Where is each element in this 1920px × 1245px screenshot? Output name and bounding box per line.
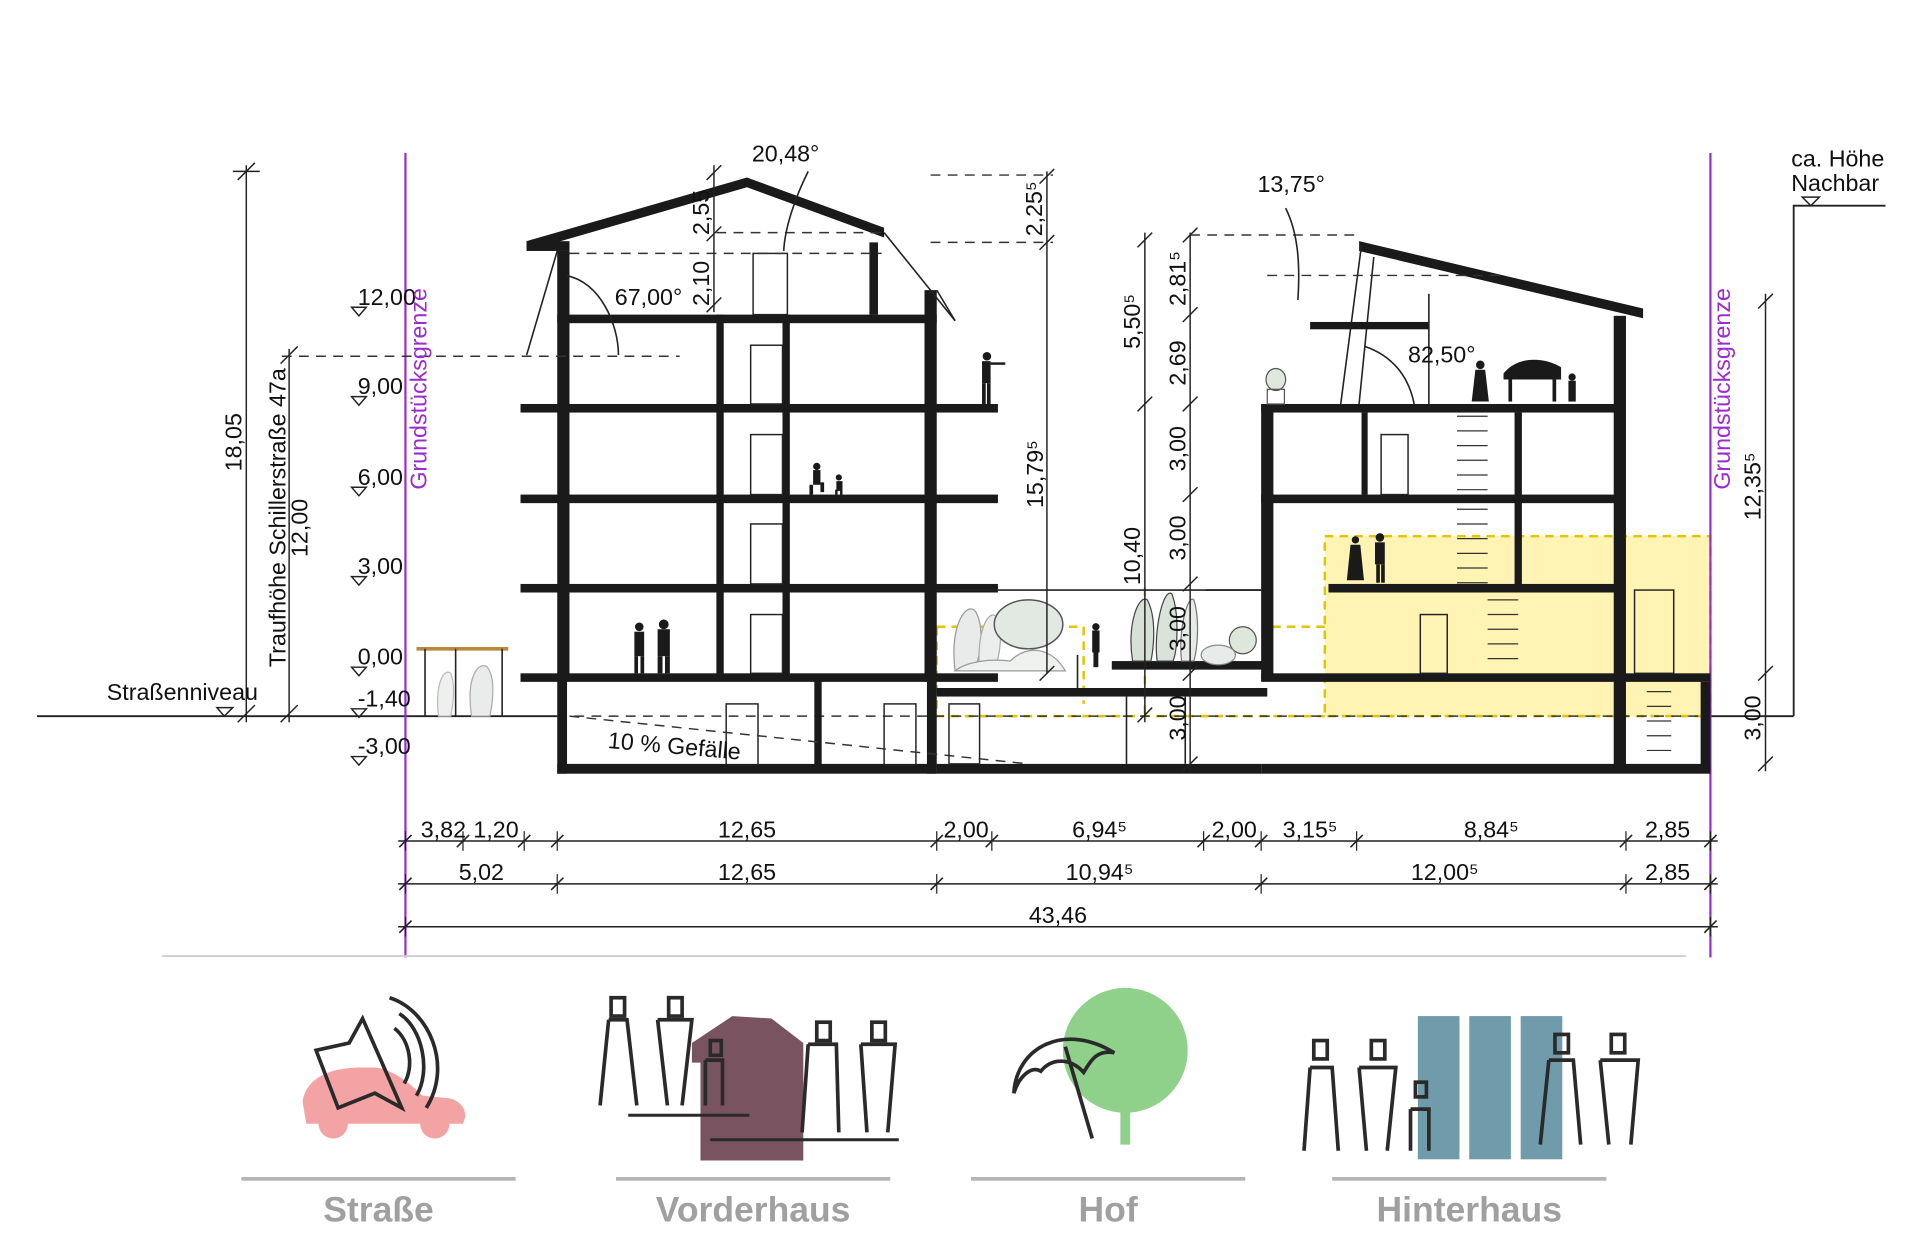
angle-labels: 20,48° 67,00° 13,75° 82,50° <box>565 141 1476 405</box>
angle-attic-front: 67,00° <box>615 284 682 310</box>
svg-text:3,00: 3,00 <box>1164 515 1190 560</box>
vorderhaus-section <box>520 177 1029 774</box>
level-marker: 0,00 <box>349 644 403 677</box>
svg-text:15,79⁵: 15,79⁵ <box>1022 440 1048 508</box>
speaker-car-icon <box>302 995 466 1139</box>
level-marker: -3,00 <box>349 733 411 767</box>
svg-text:9,00: 9,00 <box>358 373 403 399</box>
svg-text:6,00: 6,00 <box>358 464 403 490</box>
svg-text:3,00: 3,00 <box>1740 695 1766 740</box>
left-vertical-dims: 18,05 Traufhöhe Schillerstraße 47a 12,00… <box>107 162 680 723</box>
svg-text:-3,00: -3,00 <box>358 733 411 759</box>
legend-label-vorderhaus: Vorderhaus <box>656 1190 851 1230</box>
svg-text:5,02: 5,02 <box>459 859 504 885</box>
level-marker: 9,00 <box>349 373 403 407</box>
dim-total-left: 18,05 <box>220 413 246 471</box>
stairs <box>1457 415 1672 752</box>
legend-label-strasse: Straße <box>323 1190 434 1230</box>
strassenniveau-label: Straßenniveau <box>107 679 258 705</box>
angle-attic-back: 82,50° <box>1408 341 1475 367</box>
svg-text:2,10: 2,10 <box>688 261 714 306</box>
nachbar-label-1: ca. Höhe <box>1791 145 1884 171</box>
horizontal-dims: 3,82 1,20 12,65 2,00 6,94⁵ 2,00 3,15⁵ 8,… <box>398 816 1718 937</box>
svg-text:1,20: 1,20 <box>473 816 518 842</box>
svg-text:3,00: 3,00 <box>358 553 403 579</box>
svg-text:2,85: 2,85 <box>1645 816 1690 842</box>
svg-text:3,00: 3,00 <box>1164 606 1190 651</box>
svg-text:3,00: 3,00 <box>1164 695 1190 740</box>
umbrella-tree-icon <box>1012 987 1188 1145</box>
svg-text:-1,40: -1,40 <box>358 685 411 711</box>
rooftop-figures <box>1346 359 1576 583</box>
svg-text:2,69: 2,69 <box>1164 340 1190 385</box>
level-marker: 3,00 <box>349 553 403 587</box>
hof-vertical-dims: 5,50⁵ 10,40 <box>1119 232 1153 723</box>
angle-roof-back: 13,75° <box>1257 171 1324 197</box>
level-marker: 12,00 <box>349 284 416 317</box>
legend-label-hof: Hof <box>1079 1190 1138 1230</box>
svg-text:12,65: 12,65 <box>718 859 776 885</box>
svg-text:12,00: 12,00 <box>358 284 416 310</box>
svg-text:8,84⁵: 8,84⁵ <box>1464 816 1519 842</box>
svg-text:6,94⁵: 6,94⁵ <box>1072 816 1127 842</box>
svg-text:2,55: 2,55 <box>688 190 714 235</box>
svg-text:12,65: 12,65 <box>718 816 776 842</box>
svg-text:2,00: 2,00 <box>1212 816 1257 842</box>
door <box>883 703 917 766</box>
svg-text:3,15⁵: 3,15⁵ <box>1283 816 1338 842</box>
level-marker: -1,40 <box>349 685 411 719</box>
svg-text:5,50⁵: 5,50⁵ <box>1119 294 1145 349</box>
svg-text:0,00: 0,00 <box>358 644 403 670</box>
people-figures <box>634 351 1006 674</box>
svg-text:43,46: 43,46 <box>1029 902 1087 928</box>
legend-label-hinterhaus: Hinterhaus <box>1377 1190 1562 1230</box>
svg-text:10,40: 10,40 <box>1119 527 1145 585</box>
grenze-left-label: Grundstücksgrenze <box>405 288 431 490</box>
people-panels-icon <box>1302 1016 1641 1160</box>
svg-text:2,00: 2,00 <box>943 816 988 842</box>
level-markers: 12,00 9,00 6,00 3,00 0,00 -1,40 -3,00 <box>349 284 416 767</box>
svg-text:10,94⁵: 10,94⁵ <box>1066 859 1134 885</box>
svg-text:3,00: 3,00 <box>1164 426 1190 471</box>
right-vertical-dims: 12,35⁵ 3,00 <box>1740 293 1774 772</box>
gefaelle-label: 10 % Gefälle <box>607 727 742 765</box>
people-house-icon <box>598 995 899 1161</box>
traufhoehe-value: 12,00 <box>287 499 313 557</box>
svg-text:12,00⁵: 12,00⁵ <box>1411 859 1479 885</box>
nachbar-label-2: Nachbar <box>1791 170 1879 196</box>
svg-text:3,82: 3,82 <box>421 816 466 842</box>
svg-text:2,81⁵: 2,81⁵ <box>1164 251 1190 306</box>
hinterhaus-section <box>1206 241 1711 774</box>
door <box>725 703 759 766</box>
grenze-right-label: Grundstücksgrenze <box>1709 288 1735 490</box>
svg-text:2,25⁵: 2,25⁵ <box>1021 181 1047 236</box>
angle-roof-front: 20,48° <box>752 141 819 167</box>
front-vertical-dims: 2,55 2,10 2,25⁵ 15,79⁵ <box>688 164 1055 682</box>
traufhoehe-label: Traufhöhe Schillerstraße 47a <box>264 368 290 667</box>
hof-section <box>936 589 1268 774</box>
svg-text:2,85: 2,85 <box>1645 859 1690 885</box>
level-marker: 6,00 <box>349 464 403 497</box>
svg-text:12,35⁵: 12,35⁵ <box>1740 452 1766 520</box>
ground-lines <box>36 196 1886 718</box>
back-vertical-dims: 2,81⁵ 2,69 3,00 3,00 3,00 3,00 <box>1164 227 1360 772</box>
street-pergola <box>416 646 509 717</box>
